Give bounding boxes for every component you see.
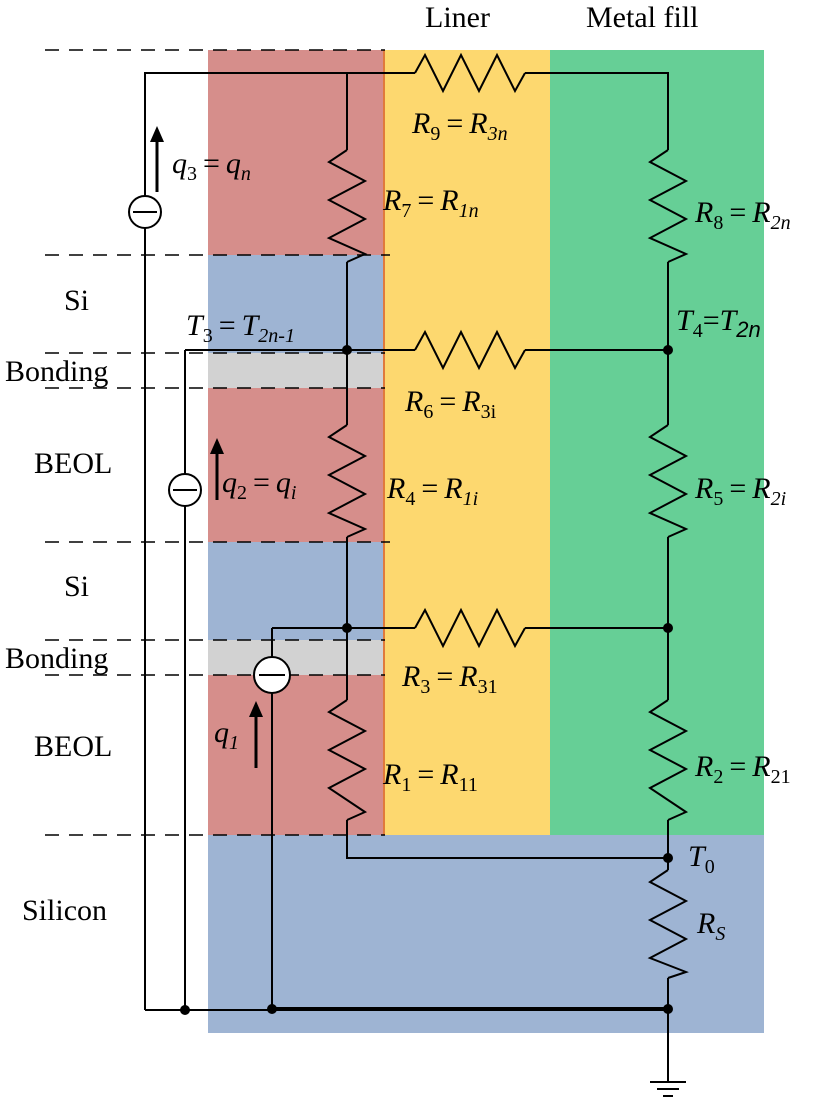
layer-label-bonding-lower: Bonding <box>5 642 108 675</box>
layer-boundaries <box>45 49 390 836</box>
label-q1: q1 <box>214 716 239 754</box>
resistor-r9 <box>414 52 526 94</box>
layer-label-silicon: Silicon <box>22 894 107 927</box>
label-r6: R6=R3i <box>404 385 497 423</box>
circuit-wires <box>144 72 669 1082</box>
label-t4: T4=T2n <box>676 304 761 342</box>
resistor-r4 <box>326 424 368 538</box>
current-source-q2 <box>168 473 202 507</box>
si-upper-region <box>208 255 385 353</box>
node-bottom-right-dot <box>663 1004 673 1014</box>
current-source-q1 <box>253 656 291 694</box>
beol-middle-region <box>208 388 385 542</box>
label-r2: R2=R21 <box>694 750 791 788</box>
resistor-r1 <box>326 699 368 821</box>
label-r4: R4=R1i <box>386 472 478 510</box>
node-bottom-q2-dot <box>180 1005 190 1015</box>
current-sources <box>128 195 291 694</box>
node-t3-dot <box>342 345 352 355</box>
ground-icon <box>650 1081 686 1097</box>
layer-label-beol-upper: BEOL <box>34 447 112 480</box>
layer-label-bonding-upper: Bonding <box>5 355 108 388</box>
layer-label-si-lower: Si <box>64 570 89 603</box>
resistor-r6 <box>414 329 526 371</box>
resistors <box>326 52 689 979</box>
metal-fill-header: Metal fill <box>586 1 698 34</box>
heat-flow-arrows <box>150 126 263 768</box>
label-t3: T3=T2n-1 <box>186 309 295 347</box>
wire-top-right <box>525 72 669 150</box>
arrow-up-q3-icon <box>150 126 164 192</box>
layer-label-si-upper: Si <box>64 284 89 317</box>
layer-backgrounds <box>208 50 764 1033</box>
metal-fill-region <box>550 50 764 835</box>
node-right-lower-dot <box>663 623 673 633</box>
resistor-rs <box>647 869 689 979</box>
label-r8: R8=R2n <box>694 196 791 234</box>
resistor-r3 <box>414 607 526 649</box>
label-r7: R7=R1n <box>382 184 479 222</box>
label-t0: T0 <box>688 840 715 878</box>
silicon-substrate-region <box>208 835 764 1033</box>
node-bottom-q1-dot <box>267 1004 277 1014</box>
label-q3: q3=qn <box>172 147 251 185</box>
label-r1: R1=R11 <box>382 758 478 796</box>
label-r5: R5=R2i <box>694 472 786 510</box>
node-t4-dot <box>663 345 673 355</box>
node-left-lower-dot <box>342 623 352 633</box>
junction-dots <box>180 345 673 1015</box>
resistor-r8 <box>647 149 689 263</box>
resistor-r2 <box>647 699 689 821</box>
bonding-upper-region <box>208 353 385 388</box>
label-r9: R9=R3n <box>411 107 508 145</box>
resistor-r7 <box>326 149 368 263</box>
layer-label-beol-lower: BEOL <box>34 730 112 763</box>
si-lower-region <box>208 542 385 640</box>
resistor-r5 <box>647 424 689 538</box>
liner-region <box>385 50 550 835</box>
label-r3: R3=R31 <box>401 660 498 698</box>
bonding-lower-region <box>208 640 385 675</box>
wire-left-column-bottom <box>346 820 668 859</box>
arrow-up-q2-icon <box>210 438 224 500</box>
label-q2: q2=qi <box>222 466 296 504</box>
liner-header: Liner <box>425 1 490 34</box>
node-t0-dot <box>663 853 673 863</box>
label-rs: RS <box>696 907 725 945</box>
beol-top-region <box>208 50 385 255</box>
arrow-up-q1-icon <box>249 701 263 768</box>
wire-q3-rail <box>144 72 347 1010</box>
beol-bottom-region <box>208 675 385 835</box>
current-source-q3 <box>128 195 162 229</box>
